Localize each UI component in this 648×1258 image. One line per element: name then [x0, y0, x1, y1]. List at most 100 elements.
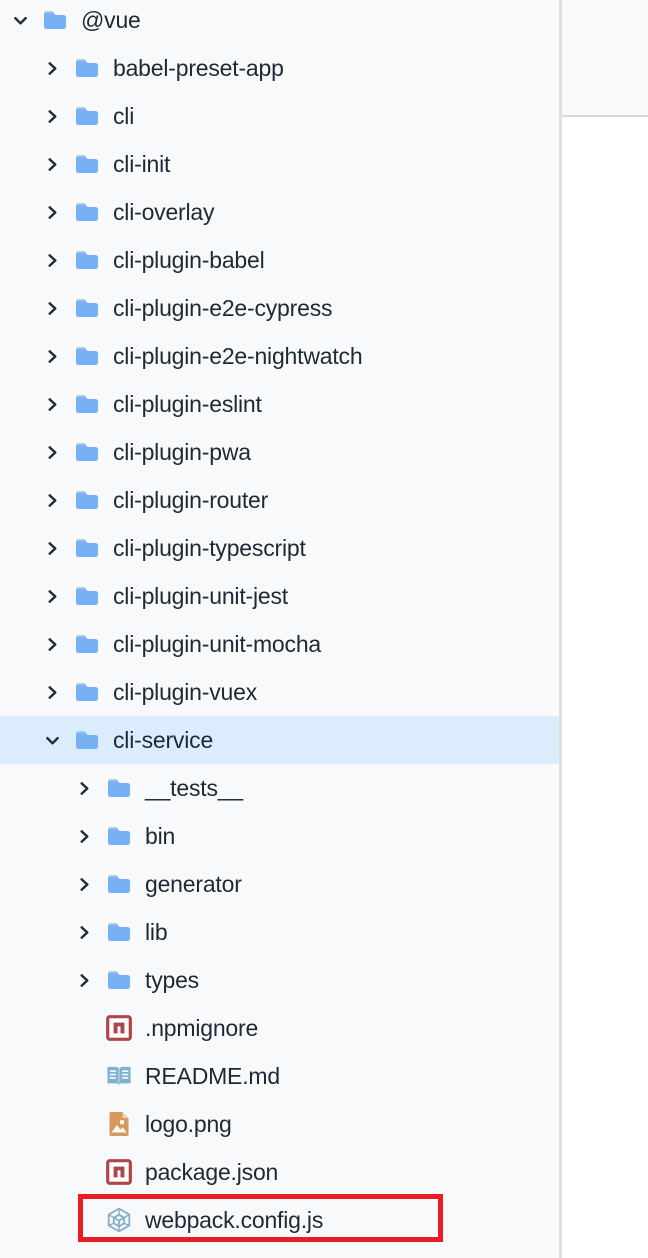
folder-icon — [74, 730, 100, 750]
tree-item-label: lib — [145, 918, 168, 945]
tree-item[interactable]: logo.png — [0, 1100, 559, 1148]
tree-item-label: cli-plugin-router — [113, 486, 269, 513]
tree-item[interactable]: .npmignore — [0, 1004, 559, 1052]
tree-item-label: webpack.config.js — [145, 1206, 324, 1233]
chevron-right-icon[interactable] — [45, 301, 74, 316]
tree-item[interactable]: lib — [0, 908, 559, 956]
tree-item[interactable]: cli-plugin-vuex — [0, 668, 559, 716]
tree-item-label: cli-init — [113, 150, 171, 177]
image-icon — [106, 1111, 132, 1137]
file-tree-panel: @vue babel-preset-app cli cli-init cli-overl… — [0, 0, 559, 1258]
book-icon — [106, 1064, 132, 1088]
folder-icon — [74, 538, 100, 558]
tree-item[interactable]: bin — [0, 812, 559, 860]
panel-resize-handle[interactable] — [559, 0, 562, 1258]
tree-item[interactable]: cli-service — [0, 716, 559, 764]
folder-icon — [74, 250, 100, 270]
folder-icon — [74, 586, 100, 606]
tree-item-label: package.json — [145, 1158, 279, 1185]
tree-item[interactable]: cli-plugin-e2e-cypress — [0, 284, 559, 332]
tree-item-label: bin — [145, 822, 176, 849]
tree-item[interactable]: babel-preset-app — [0, 44, 559, 92]
chevron-right-icon[interactable] — [77, 829, 106, 844]
tree-item-label: babel-preset-app — [113, 54, 284, 81]
tree-item-label: cli-plugin-pwa — [113, 438, 251, 465]
tree-item[interactable]: cli-plugin-typescript — [0, 524, 559, 572]
folder-icon — [106, 970, 132, 990]
chevron-right-icon[interactable] — [45, 541, 74, 556]
content-panel — [562, 0, 648, 1258]
folder-icon — [74, 346, 100, 366]
tree-item[interactable]: generator — [0, 860, 559, 908]
folder-icon — [74, 298, 100, 318]
chevron-down-icon[interactable] — [13, 13, 42, 28]
tree-item[interactable]: cli-overlay — [0, 188, 559, 236]
tree-item[interactable]: cli-init — [0, 140, 559, 188]
chevron-right-icon[interactable] — [45, 397, 74, 412]
tree-item-label: cli-overlay — [113, 198, 215, 225]
tree-item[interactable]: README.md — [0, 1052, 559, 1100]
tree-item[interactable]: cli-plugin-e2e-nightwatch — [0, 332, 559, 380]
chevron-right-icon[interactable] — [45, 589, 74, 604]
tree-item[interactable]: __tests__ — [0, 764, 559, 812]
tree-item[interactable]: cli-plugin-unit-jest — [0, 572, 559, 620]
tree-item[interactable]: cli — [0, 92, 559, 140]
npm-icon — [106, 1159, 132, 1185]
chevron-right-icon[interactable] — [45, 685, 74, 700]
tree-item-label: cli-shared-utils — [113, 1255, 258, 1258]
chevron-right-icon[interactable] — [77, 877, 106, 892]
chevron-right-icon[interactable] — [77, 973, 106, 988]
chevron-right-icon[interactable] — [45, 61, 74, 76]
folder-icon — [74, 490, 100, 510]
folder-icon — [42, 10, 68, 30]
folder-icon — [74, 394, 100, 414]
tree-item-label: cli — [113, 102, 135, 129]
tree-item[interactable]: cli-plugin-babel — [0, 236, 559, 284]
folder-icon — [74, 154, 100, 174]
tree-item-label: types — [145, 966, 199, 993]
tree-item[interactable]: cli-shared-utils — [0, 1244, 559, 1258]
tree-item-label: cli-plugin-babel — [113, 246, 265, 273]
chevron-right-icon[interactable] — [45, 109, 74, 124]
tree-item-label: cli-plugin-e2e-cypress — [113, 294, 333, 321]
tree-item[interactable]: package.json — [0, 1148, 559, 1196]
tree-item-label: cli-service — [113, 726, 214, 753]
folder-icon — [106, 826, 132, 846]
folder-icon — [106, 922, 132, 942]
chevron-right-icon[interactable] — [45, 445, 74, 460]
tree-item-label: cli-plugin-vuex — [113, 678, 258, 705]
tree-item[interactable]: cli-plugin-unit-mocha — [0, 620, 559, 668]
tree-item-label: cli-plugin-eslint — [113, 390, 262, 417]
tree-item[interactable]: webpack.config.js — [0, 1196, 559, 1244]
tree-item[interactable]: cli-plugin-eslint — [0, 380, 559, 428]
folder-icon — [74, 106, 100, 126]
chevron-right-icon[interactable] — [45, 493, 74, 508]
folder-icon — [74, 58, 100, 78]
chevron-right-icon[interactable] — [45, 253, 74, 268]
tree-item-label: cli-plugin-unit-mocha — [113, 630, 321, 657]
tree-item[interactable]: @vue — [0, 0, 559, 44]
folder-icon — [74, 202, 100, 222]
chevron-right-icon[interactable] — [45, 349, 74, 364]
tree-item[interactable]: types — [0, 956, 559, 1004]
npm-icon — [106, 1015, 132, 1041]
folder-icon — [106, 874, 132, 894]
tree-item-label: cli-plugin-unit-jest — [113, 582, 288, 609]
chevron-right-icon[interactable] — [77, 925, 106, 940]
folder-icon — [74, 634, 100, 654]
tree-item[interactable]: cli-plugin-router — [0, 476, 559, 524]
chevron-down-icon[interactable] — [45, 733, 74, 748]
folder-icon — [74, 442, 100, 462]
tree-item[interactable]: cli-plugin-pwa — [0, 428, 559, 476]
folder-icon — [74, 682, 100, 702]
tree-item-label: __tests__ — [145, 774, 243, 801]
content-panel-header — [562, 0, 648, 117]
folder-icon — [106, 778, 132, 798]
chevron-right-icon[interactable] — [45, 637, 74, 652]
chevron-right-icon[interactable] — [45, 205, 74, 220]
chevron-right-icon[interactable] — [45, 157, 74, 172]
chevron-right-icon[interactable] — [77, 781, 106, 796]
tree-item-label: cli-plugin-e2e-nightwatch — [113, 342, 363, 369]
file-tree: @vue babel-preset-app cli cli-init cli-overl… — [0, 0, 559, 1258]
